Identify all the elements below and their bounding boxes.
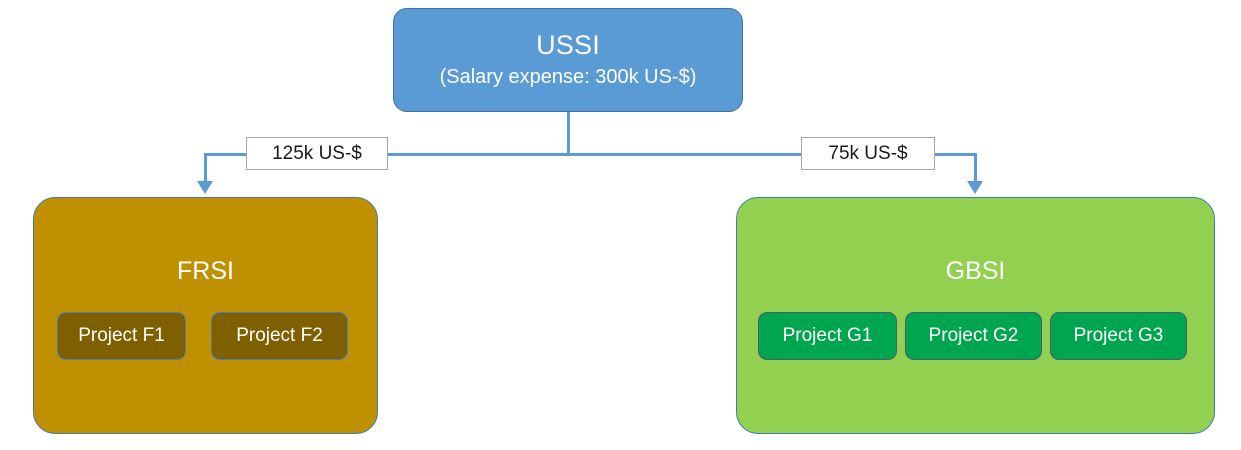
project-chip-g3[interactable]: Project G3 [1050,312,1187,360]
project-row-gbsi: Project G1 Project G2 Project G3 [758,312,1187,360]
edge-label-gbsi: 75k US-$ [801,137,935,170]
project-chip-g1-label: Project G1 [782,325,873,346]
node-ussi-subtitle: (Salary expense: 300k US-$) [439,66,697,88]
connector-stem [567,112,570,155]
edge-label-frsi: 125k US-$ [246,137,388,170]
connector-bus-right [567,153,977,156]
project-chip-f2[interactable]: Project F2 [211,312,348,360]
node-gbsi-title: GBSI [945,257,1006,285]
project-chip-g1[interactable]: Project G1 [758,312,897,360]
arrow-down-icon-right [967,181,983,194]
project-chip-g2-label: Project G2 [928,325,1019,346]
arrow-down-icon-left [197,181,213,194]
node-frsi-title: FRSI [177,257,234,285]
project-chip-f1-label: Project F1 [78,325,165,346]
connector-drop-left [204,153,207,181]
project-row-frsi: Project F1 Project F2 [57,312,348,360]
project-chip-g2[interactable]: Project G2 [905,312,1042,360]
node-ussi[interactable]: USSI (Salary expense: 300k US-$) [393,8,743,112]
project-chip-g3-label: Project G3 [1073,325,1164,346]
connector-drop-right [974,153,977,181]
node-ussi-title: USSI [536,30,600,60]
project-chip-f1[interactable]: Project F1 [57,312,186,360]
project-chip-f2-label: Project F2 [236,325,323,346]
